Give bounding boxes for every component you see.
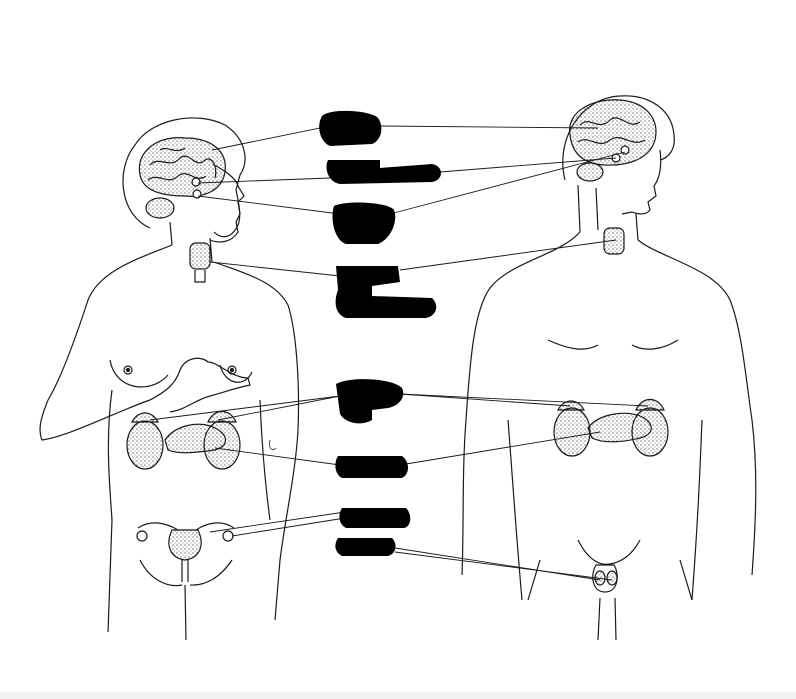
female-pineal bbox=[191, 177, 201, 187]
female-pancreas bbox=[164, 423, 227, 454]
male-adrenal-right bbox=[635, 398, 665, 411]
label-box-testis bbox=[335, 538, 396, 556]
male-reproductive bbox=[577, 539, 641, 593]
female-brain bbox=[138, 137, 226, 197]
label-box-adrenal bbox=[336, 379, 404, 424]
redacted-labels bbox=[319, 110, 441, 556]
male-cerebellum bbox=[576, 162, 604, 182]
male-adrenal-left bbox=[557, 400, 585, 411]
leader-lines bbox=[149, 125, 649, 581]
female-legs bbox=[139, 559, 233, 641]
female-cerebellum bbox=[145, 197, 175, 219]
male-neck bbox=[577, 184, 639, 241]
female-figure bbox=[39, 117, 300, 641]
label-box-ovary bbox=[339, 508, 411, 528]
female-adrenal-right bbox=[207, 410, 237, 423]
male-legs bbox=[527, 559, 693, 641]
female-hair bbox=[122, 117, 246, 238]
female-kidney-left bbox=[126, 420, 164, 470]
female-adrenal-left bbox=[131, 412, 159, 423]
page-bottom-border bbox=[0, 692, 796, 699]
label-box-pituitary-hypothalamus bbox=[319, 110, 382, 146]
label-box-parathyroid bbox=[332, 202, 396, 244]
female-breasts bbox=[109, 359, 253, 388]
male-face bbox=[621, 149, 662, 215]
female-pituitary bbox=[192, 189, 202, 199]
label-box-thyroid bbox=[335, 266, 437, 318]
female-thyroid bbox=[189, 242, 211, 283]
male-torso bbox=[461, 231, 757, 601]
male-pancreas bbox=[587, 412, 652, 443]
female-reproductive bbox=[136, 522, 235, 582]
male-pituitary bbox=[620, 145, 630, 155]
label-box-pineal bbox=[326, 160, 441, 184]
female-neck bbox=[169, 221, 213, 263]
label-box-pancreas bbox=[335, 456, 408, 478]
female-torso bbox=[39, 244, 300, 633]
male-kidney-left bbox=[553, 407, 591, 457]
male-thyroid bbox=[603, 227, 625, 255]
female-face bbox=[209, 164, 245, 243]
female-arm bbox=[149, 357, 251, 413]
male-figure bbox=[461, 95, 757, 641]
